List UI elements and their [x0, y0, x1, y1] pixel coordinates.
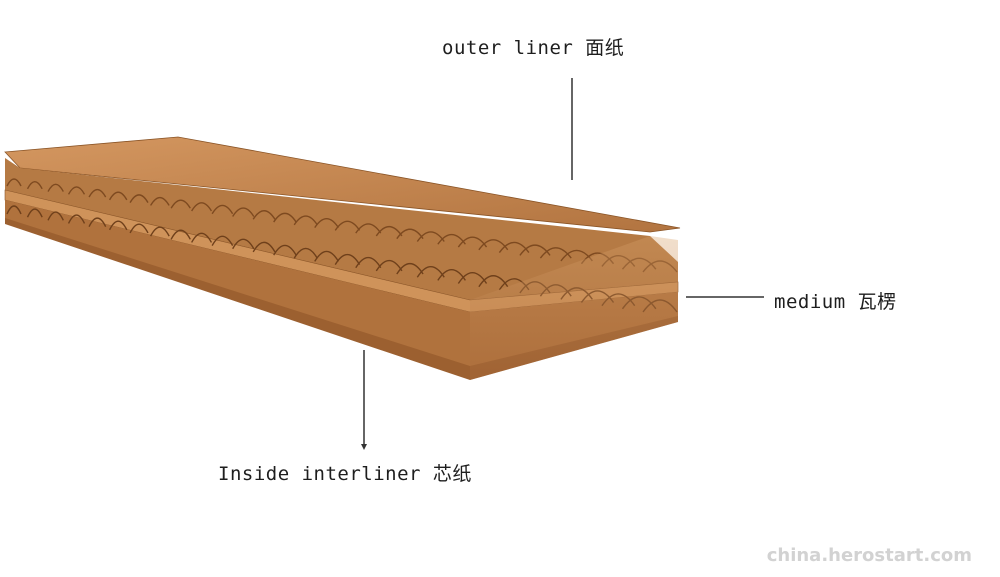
- flute-ridge: [293, 215, 318, 226]
- flute-ridge: [170, 229, 191, 240]
- flute-ridge: [355, 256, 382, 269]
- flute-ridge: [273, 244, 297, 256]
- flute-ridge: [67, 186, 86, 195]
- flute-ridge: [293, 247, 318, 259]
- flute-ridge: [211, 204, 234, 215]
- outer-liner-label: outer liner 面纸: [442, 37, 625, 59]
- flute-ridge: [47, 183, 64, 192]
- flute-ridge: [396, 262, 424, 275]
- flute-ridge: [26, 180, 43, 190]
- flute-ridge: [334, 253, 361, 265]
- flute-ridge: [88, 188, 107, 198]
- flute-ridge: [355, 223, 382, 234]
- flute-ridge: [375, 259, 403, 272]
- upper-flute-ridges: [6, 178, 678, 273]
- flute-ridge: [396, 228, 424, 240]
- flute-ridge: [150, 196, 170, 206]
- flute-ridge: [191, 232, 213, 243]
- watermark: china.herostart.com: [766, 545, 972, 566]
- flute-ridge: [67, 214, 86, 224]
- flute-ridge: [108, 220, 128, 231]
- flute-ridge: [6, 205, 22, 215]
- outer-liner-sheet: [4, 136, 681, 233]
- upper-flute-body: [5, 158, 678, 300]
- board-end-face: [470, 236, 678, 380]
- inside-interliner-label: Inside interliner 芯纸: [218, 463, 472, 485]
- flute-ridge: [6, 178, 22, 187]
- flute-ridge: [273, 212, 297, 223]
- flute-ridge: [252, 210, 276, 220]
- flute-ridge: [129, 194, 149, 203]
- flute-ridge: [498, 241, 530, 253]
- flute-ridge: [252, 241, 276, 253]
- flute-ridge: [47, 211, 64, 221]
- flute-ridge: [211, 235, 234, 246]
- medium-label: medium 瓦楞: [774, 291, 897, 313]
- flute-ridge: [149, 226, 170, 237]
- flute-ridge: [129, 223, 149, 234]
- flute-ridge: [232, 238, 255, 250]
- flute-ridge: [232, 207, 255, 217]
- flute-ridge: [519, 244, 551, 256]
- flute-ridge: [88, 217, 107, 227]
- flute-ridge: [108, 191, 128, 201]
- flute-ridge: [314, 217, 340, 229]
- flute-ridge: [334, 220, 361, 231]
- flute-ridge: [314, 250, 340, 262]
- flute-ridge: [26, 208, 43, 218]
- flute-ridge: [170, 199, 191, 209]
- inside-interliner-arrowhead: [361, 444, 367, 450]
- flute-ridge: [375, 225, 403, 237]
- flute-ridge: [191, 202, 213, 212]
- flute-ridge: [539, 247, 572, 259]
